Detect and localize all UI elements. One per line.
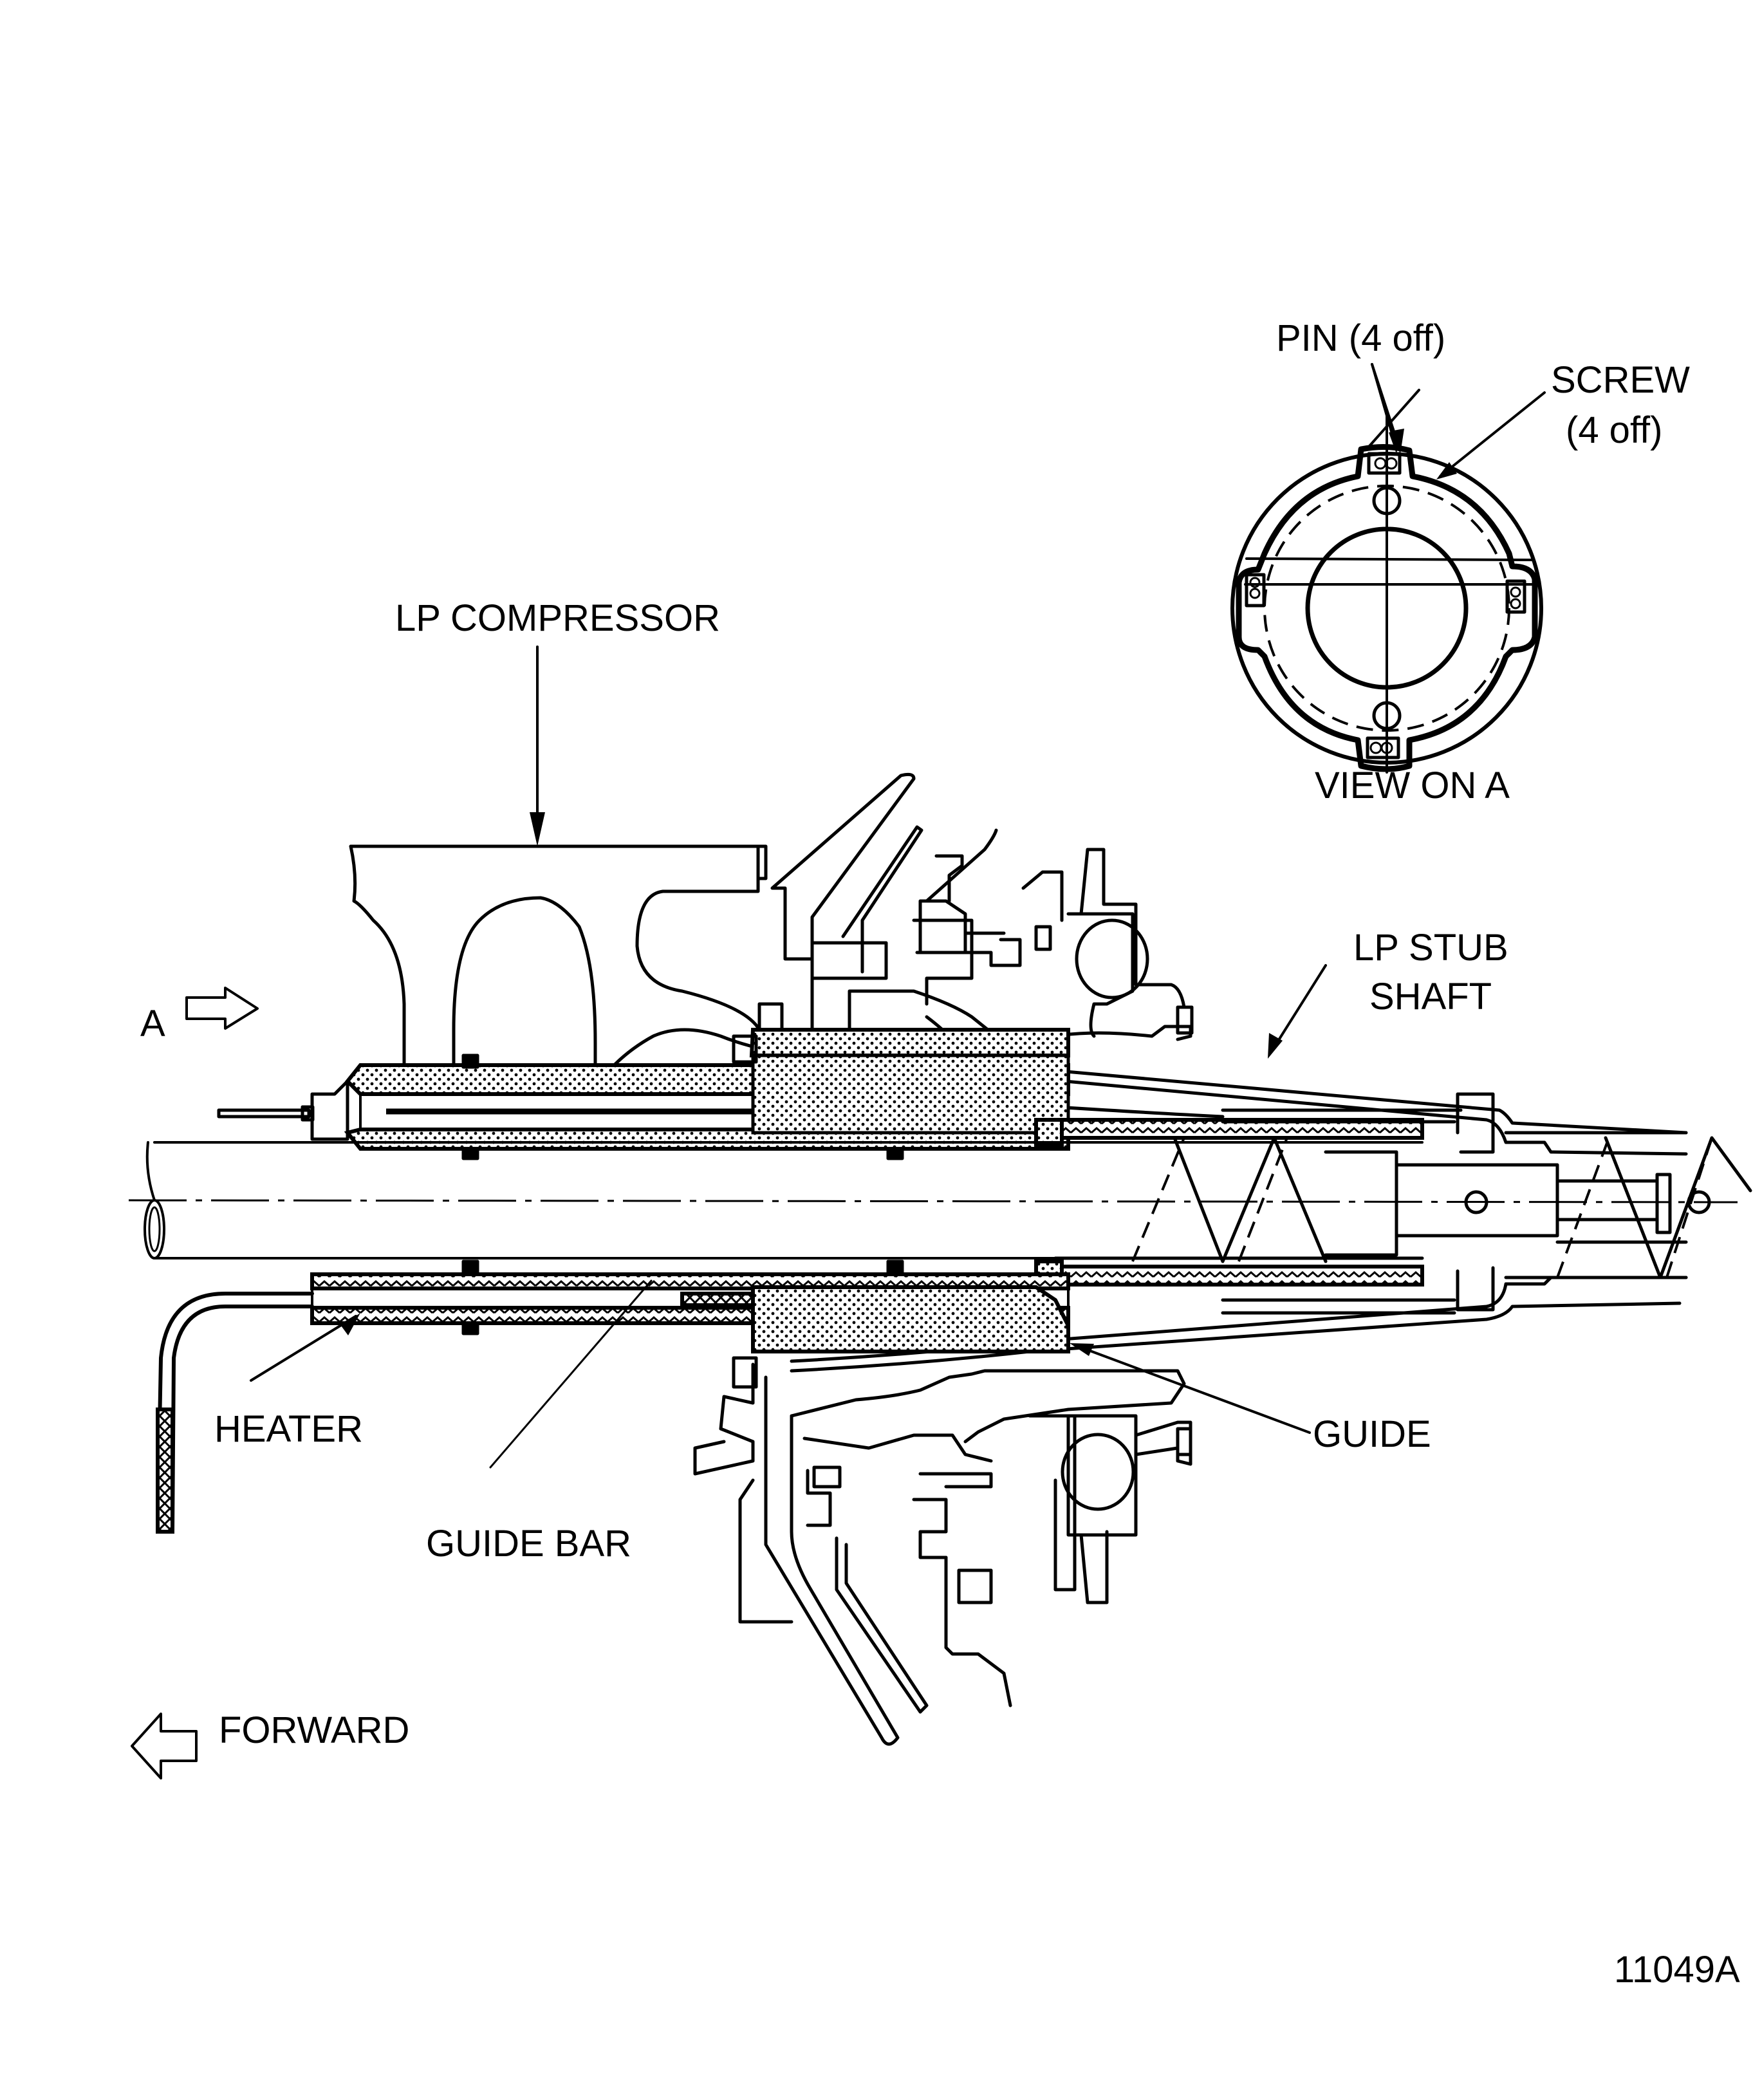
pin-leader-arrow [1390,429,1404,454]
lp-compressor-arrow [530,812,545,846]
upper-nut [217,1108,311,1119]
guide-lower [751,1285,1070,1353]
pin-screw-block-right [1505,579,1526,614]
forward-arrow-icon [131,1713,198,1779]
heater-leader [250,1315,357,1382]
heater-leader-arrow [341,1313,360,1335]
guide-label: GUIDE [1313,1413,1431,1455]
view-on-a-label: VIEW ON A [1315,765,1510,806]
shaft-centerline [128,1199,1738,1203]
view-direction-arrow-icon [185,987,259,1030]
pin-screw-block-top [1367,452,1402,475]
lp-stub-shaft-leader [1270,964,1327,1054]
guide-leader-arrow [1070,1343,1094,1356]
lower-guide-tube [1053,1265,1424,1287]
lp-stub-shaft-label-2: SHAFT [1369,976,1492,1017]
guide-bar-label: GUIDE BAR [426,1523,631,1565]
connector-body [1324,1150,1659,1257]
lp-compressor-label: LP COMPRESSOR [395,597,720,639]
lp-stub-shaft-label: LP STUB [1353,927,1508,969]
guide-leader [1073,1344,1311,1434]
heater-cable [156,1292,314,1534]
lower-bearing-housing [693,1362,1192,1746]
view-on-a-detail [1230,363,1543,774]
screw-leader [1439,391,1546,478]
forward-label: FORWARD [219,1709,409,1751]
guide-bar-leader [489,1279,653,1469]
view-a-label: A [140,1003,165,1045]
pin-label: PIN (4 off) [1276,317,1445,359]
pin-screw-block-bottom [1366,736,1400,759]
flange-outline [1236,443,1538,772]
heater-label: HEATER [214,1408,363,1450]
heater-cable-end [156,1408,174,1534]
figure-number: 11049A [1614,1949,1740,1991]
screw-leader-arrow [1436,462,1457,479]
guide-upper [749,1028,1070,1057]
lp-stub-shaft-lower [790,1301,1682,1373]
pin-screw-block-left [1245,573,1266,608]
lp-compressor-disc [349,844,800,1090]
screw-label: SCREW [1551,359,1690,401]
compression-spring [1131,1136,1752,1279]
connector-pin-hole [1464,1190,1488,1214]
screw-count: (4 off) [1566,409,1662,451]
